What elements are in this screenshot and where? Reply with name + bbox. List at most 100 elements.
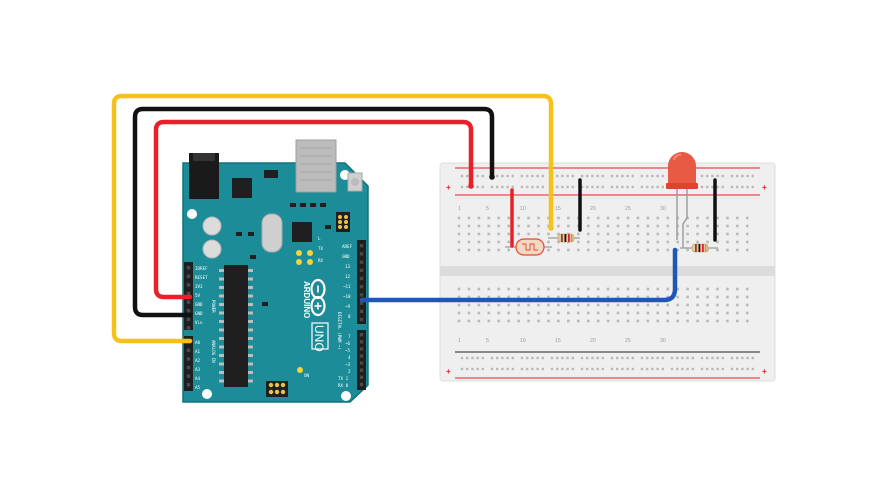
breadboard-hole [726,295,729,299]
breadboard-hole [487,248,491,252]
breadboard-hole [537,295,540,299]
mounting-hole [202,389,212,399]
breadboard-hole [487,319,491,323]
breadboard-hole [716,224,719,228]
breadboard-hole [736,216,739,220]
breadboard-hole [487,287,491,291]
breadboard-hole [606,216,610,220]
rail-hole [646,356,649,360]
rail-hole [566,356,569,360]
pin-labels: IOREF RESET 3V3 5V GND GND Vin A0 A1 A2 … [195,244,353,390]
red-wire-5v-to-breadboard [153,119,474,300]
rail-hole [730,174,734,178]
breadboard-hole [586,216,590,220]
breadboard-hole [596,295,600,299]
rail-hole [490,185,494,189]
breadboard-hole [576,248,580,252]
rail-hole [591,367,594,371]
pin-label-12: 12 [345,274,351,279]
breadboard-hole [586,319,590,323]
rail-hole [520,356,524,360]
breadboard-hole [457,248,461,252]
crystal-oscillator [261,213,283,253]
breadboard-hole [706,311,709,315]
rail-hole [676,367,679,371]
rail-hole [526,174,529,178]
breadboard-hole [477,287,481,291]
breadboard-hole [696,240,699,244]
rail-hole [481,356,484,360]
rail-hole [476,174,479,178]
breadboard-hole [527,224,530,228]
bb-col-label-10-bottom: 10 [520,338,526,344]
breadboard-hole [557,248,560,252]
breadboard-hole [736,240,739,244]
rail-hole [610,174,614,178]
breadboard-hole [567,295,570,299]
breadboard-hole [517,287,520,291]
breadboard-hole [477,240,481,244]
rail-hole [691,356,694,360]
bb-col-label-20-bottom: 20 [590,338,596,344]
chip-leg [219,277,224,281]
rail-hole [586,174,589,178]
led-indicator [296,250,302,256]
header-pin [186,326,191,330]
breadboard-hole [487,311,491,315]
breadboard-hole [547,303,550,307]
rail-hole [511,174,514,178]
breadboard-hole [676,319,679,323]
breadboard-hole [467,232,471,236]
breadboard-hole [497,240,501,244]
pin-label-7: 7 [348,334,351,339]
header-pin [359,285,364,289]
breadboard-hole [626,311,630,315]
on-label: ON [304,373,310,378]
rail-hole [496,174,499,178]
breadboard-hole [457,303,461,307]
capacitor [202,216,222,236]
breadboard-hole [497,303,501,307]
rail-hole [476,185,479,189]
breadboard-hole [736,232,739,236]
resistor-ldr [548,233,580,243]
rail-hole [556,356,559,360]
breadboard-hole [517,311,520,315]
rail-hole [670,367,674,371]
breadboard-hole [517,224,520,228]
rail-hole [536,174,539,178]
rail-hole [626,185,629,189]
breadboard-hole [745,295,749,299]
breadboard-hole [547,240,550,244]
breadboard-hole [586,232,590,236]
rail-hole [541,367,544,371]
breadboard-hole [745,248,749,252]
breadboard-hole [596,216,600,220]
rail-hole [610,356,614,360]
pin-label-vin: Vin [195,320,203,325]
chip-leg [248,354,253,357]
atmega-chip [224,265,248,387]
header-pin [186,365,191,370]
chip-leg [219,294,224,298]
breadboard-hole [467,224,471,228]
rail-hole [550,367,554,371]
breadboard-hole [745,216,749,220]
bb-col-label-1: 1 [458,206,461,212]
rail-hole [601,367,604,371]
breadboard-hole [706,240,709,244]
chip-leg [248,371,253,374]
rail-hole [501,367,504,371]
rail-hole [661,367,664,371]
rail-hole [466,356,469,360]
breadboard-hole [666,232,670,236]
rail-hole [561,174,564,178]
breadboard-hole [716,240,719,244]
breadboard-hole [497,216,501,220]
breadboard-hole [646,311,650,315]
breadboard-hole [596,287,600,291]
breadboard-hole [676,287,679,291]
chip-legs [219,269,253,383]
breadboard-hole [616,240,620,244]
header-pin [359,333,364,337]
